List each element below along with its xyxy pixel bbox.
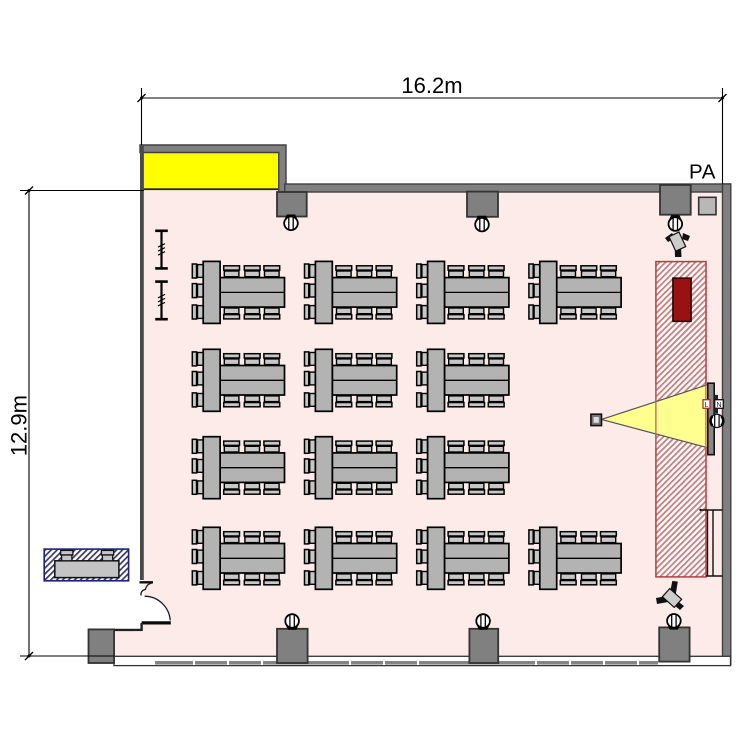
svg-text:L: L: [705, 402, 709, 409]
svg-text:N: N: [716, 402, 721, 409]
svg-text:12.9m: 12.9m: [7, 395, 32, 456]
svg-text:16.2m: 16.2m: [401, 73, 462, 98]
svg-text:PA: PA: [689, 161, 716, 184]
